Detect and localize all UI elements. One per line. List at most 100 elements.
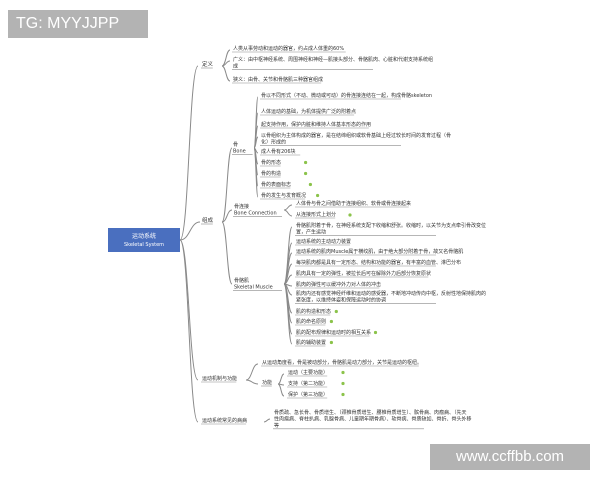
- muscle-item: 骨骼肌附着于骨，在神经系统支配下收缩和舒张。收缩时，以关节为支点牵引骨改变位置，…: [295, 222, 486, 236]
- muscle-item: 运动系统的主动动力装置: [295, 238, 351, 246]
- branch-composition: 组成: [201, 216, 214, 225]
- connector: [221, 147, 233, 223]
- muscle-item-line: 置，产生运动: [296, 228, 326, 235]
- function-intro: 从运动角度看，骨是被动部分，骨骼肌是动力部分，关节是运动的枢纽。: [261, 359, 422, 367]
- root-node[interactable]: [108, 228, 180, 252]
- connector: [221, 221, 233, 285]
- connector: [179, 239, 199, 381]
- bone-item-line: 以骨组织为主体构成的器官，是在结缔组织或软骨基础上经过较长时间的发育过程（骨: [261, 132, 451, 139]
- function-item: 保护（第三功能）: [287, 391, 328, 399]
- definition-item: 广义：由中枢神经系统、周围神经和神经—肌接头部分、骨骼肌肉、心脏和代谢支持系统组…: [232, 56, 433, 70]
- expand-dot-icon[interactable]: [341, 370, 345, 375]
- bone-item-line: 化）形成的: [261, 138, 286, 145]
- bone-item-line: 人体运动的基础，为机体提供广泛的附着点: [261, 108, 356, 115]
- branch-diseases: 运动系统常见的病病: [201, 417, 247, 425]
- bone-item: 骨的形态: [260, 159, 281, 167]
- branch-diseases-line: 运动系统常见的病病: [202, 417, 247, 424]
- bone-item-line: 骨的形态: [261, 159, 281, 166]
- muscle-item: 运动系统的肌肉Muscle属于横纹肌，由于绝大部分附着于骨，故又名骨骼肌: [295, 248, 463, 256]
- bone-item: 骨以不同形式（不动、微动或可动）的骨连接连结在一起，构成骨骼skeleton: [260, 92, 432, 100]
- muscle-item: 肌的命名原则: [295, 318, 326, 326]
- muscle-item-line: 肌肉具有一定的弹性，被拉长后可在解除外力后部分恢复原状: [296, 270, 431, 277]
- joint-item: 人体骨与骨之间借助于连接组织、软骨或骨连接起来: [295, 200, 411, 208]
- connector: [283, 209, 293, 217]
- joint-item-line: 人体骨与骨之间借助于连接组织、软骨或骨连接起来: [296, 200, 411, 207]
- muscle-item: 每块肌肉都是具有一定形态、结构和功能的器官，有丰富的血管、淋巴分布: [295, 259, 461, 267]
- connector: [283, 283, 293, 345]
- joint-item: 从连接形式上划分: [295, 211, 336, 219]
- branch-function-line: 运动机制与功能: [202, 375, 237, 382]
- bone-item: 骨的表面标志: [260, 181, 291, 189]
- definition-item: 人类从事劳动和运动的器官，约占成人体重的60%: [232, 45, 346, 53]
- function-item: 支持（第二功能）: [287, 380, 328, 388]
- connector: [277, 373, 285, 385]
- bone-item-line: 成人骨有206块: [261, 148, 296, 155]
- node-bone-line: Bone: [233, 148, 246, 154]
- bone-item-line: 骨的表面标志: [261, 181, 291, 188]
- node-muscle-line: 骨骼肌: [234, 277, 249, 284]
- expand-dot-icon[interactable]: [348, 213, 352, 217]
- muscle-item-line: 肌的命名原则: [296, 318, 326, 325]
- bone-item-line: 骨的发生与发育概况: [261, 192, 306, 199]
- muscle-item: 肌肉内还有感觉神经纤维和运动的感受器，不断地冲动传向中枢，反射性地保持肌肉的紧张…: [295, 290, 486, 304]
- node-joint-line: 骨连接: [234, 203, 249, 210]
- muscle-item: 肌肉的弹性可以缓冲外力对人体的冲击: [295, 281, 381, 289]
- branch-function: 运动机制与功能: [201, 375, 237, 383]
- connector: [277, 383, 285, 397]
- node-function-sub: 功能: [261, 379, 272, 387]
- muscle-item-line: 紧张度，以维持体姿和保障运动时的协调: [296, 296, 386, 303]
- bone-item: 起支持作用，保护内脏和维持人体基本形态的作用: [260, 121, 371, 129]
- root-title: 运动系统: [132, 232, 156, 240]
- node-bone-line: 骨: [233, 142, 238, 148]
- connector: [221, 60, 231, 67]
- expand-dot-icon[interactable]: [329, 340, 333, 345]
- bone-item-line: 骨的构造: [261, 170, 281, 177]
- node-function-sub-line: 功能: [262, 379, 272, 386]
- function-item-line: 保护（第三功能）: [288, 391, 328, 398]
- muscle-item-line: 运动系统的肌肉Muscle属于横纹肌，由于绝大部分附着于骨，故又名骨骼肌: [296, 248, 463, 255]
- connector: [179, 239, 199, 423]
- connector: [245, 363, 259, 381]
- branch-definition-line: 定义: [202, 60, 214, 68]
- connector: [179, 65, 199, 241]
- muscle-item: 肌的构造和形态: [295, 308, 331, 316]
- diseases-text-line: 等: [274, 422, 279, 429]
- muscle-item-line: 肌肉的弹性可以缓冲外力对人体的冲击: [296, 281, 381, 288]
- expand-dot-icon[interactable]: [304, 171, 308, 176]
- function-item-line: 运动（主要功能）: [288, 369, 328, 376]
- expand-dot-icon[interactable]: [304, 160, 308, 165]
- expand-dot-icon[interactable]: [316, 193, 320, 198]
- muscle-item-line: 肌的辅助装置: [296, 339, 326, 346]
- expand-dot-icon[interactable]: [341, 381, 345, 386]
- diseases-text: 骨质疏、急长骨、骨质增生、（颈椎骨质增生、腰椎骨质增生）、髌骨病、肉瘤病、（先天…: [273, 409, 472, 430]
- expand-dot-icon[interactable]: [334, 309, 338, 314]
- joint-item-line: 从连接形式上划分: [296, 211, 336, 218]
- muscle-item: 肌肉具有一定的弹性，被拉长后可在解除外力后部分恢复原状: [295, 270, 431, 278]
- connector: [221, 209, 233, 223]
- diseases-text-line: 骨质疏、急长骨、骨质增生、（颈椎骨质增生、腰椎骨质增生）、髌骨病、肉瘤病、（先天: [274, 409, 467, 416]
- definition-item: 狭义：由骨、关节和骨骼肌三种器官组成: [232, 76, 323, 84]
- connector: [263, 418, 271, 423]
- expand-dot-icon[interactable]: [308, 182, 312, 187]
- muscle-item-line: 骨骼肌附着于骨，在神经系统支配下收缩和舒张。收缩时，以关节为支点牵引骨改变位: [296, 222, 486, 229]
- watermark-top-left: TG: MYYJJPP: [8, 10, 148, 38]
- expand-dot-icon[interactable]: [341, 392, 345, 397]
- expand-dot-icon[interactable]: [329, 319, 333, 324]
- bone-item: 骨的发生与发育概况: [260, 192, 306, 200]
- expand-dot-icon[interactable]: [373, 330, 378, 335]
- muscle-item-line: 每块肌肉都是具有一定形态、结构和功能的器官，有丰富的血管、淋巴分布: [296, 259, 461, 266]
- bone-item: 骨的构造: [260, 170, 281, 178]
- branch-definition: 定义: [201, 60, 214, 69]
- bone-item-line: 起支持作用，保护内脏和维持人体基本形态的作用: [261, 121, 371, 128]
- node-joint-line: Bone Connection: [234, 210, 277, 216]
- root-subtitle: Skeletal System: [124, 242, 164, 248]
- connector: [221, 65, 231, 82]
- branch-composition-line: 组成: [202, 216, 214, 224]
- muscle-item: 肌的辅助装置: [295, 339, 326, 347]
- connector-lines: [179, 49, 293, 423]
- definition-item-line: 成: [233, 62, 238, 69]
